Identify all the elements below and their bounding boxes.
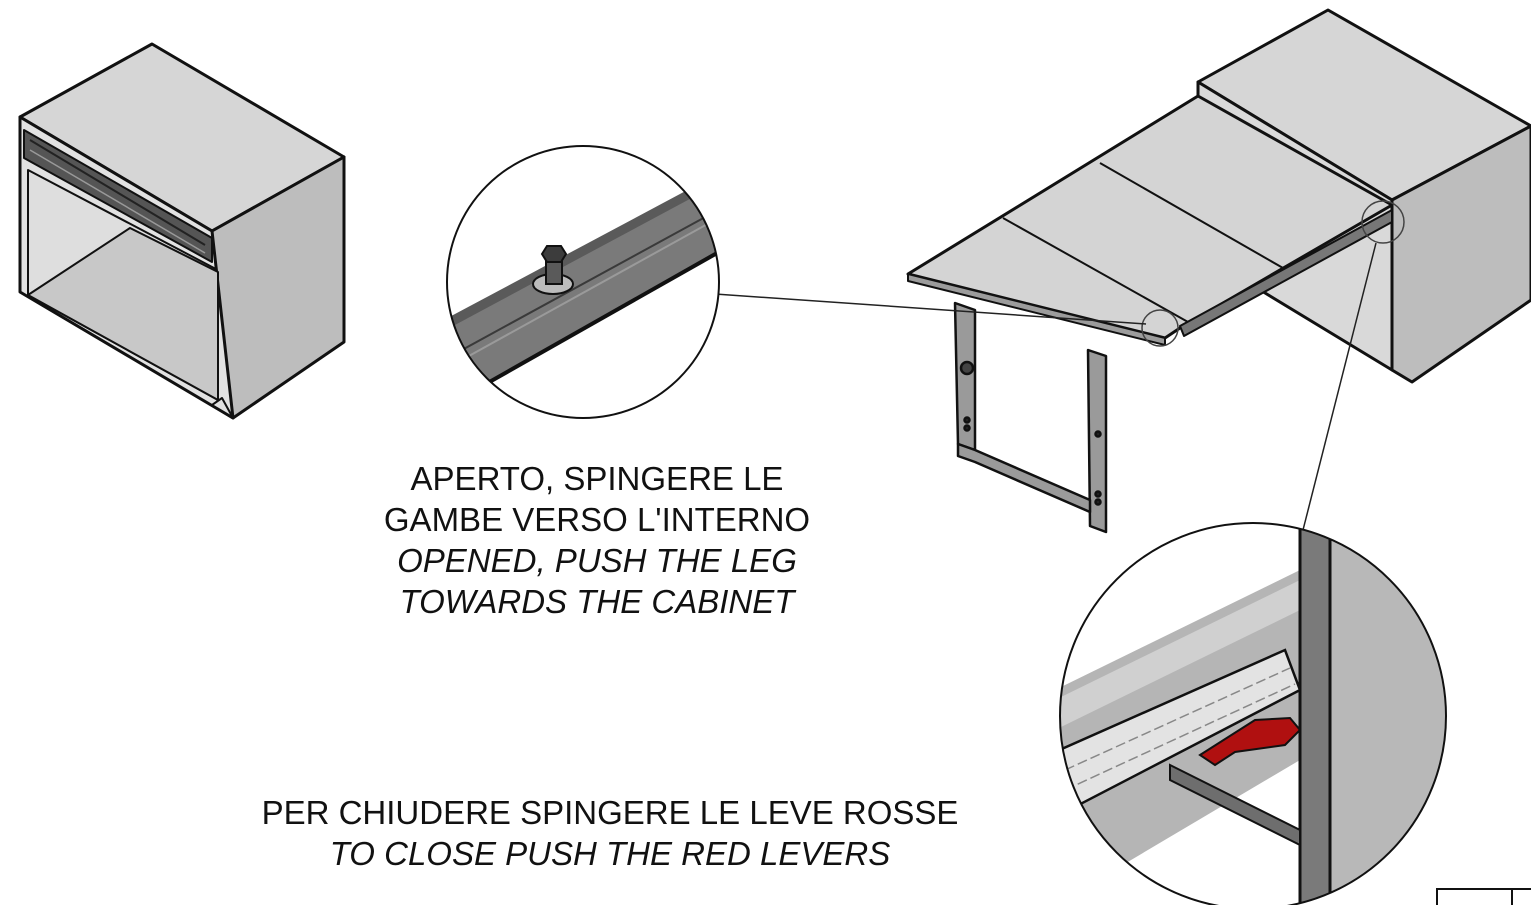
open-instruction-it-line2: GAMBE VERSO L'INTERNO [383, 501, 811, 538]
table-joint-1 [1002, 217, 1189, 323]
close-instruction: PER CHIUDERE SPINGERE LE LEVE ROSSE TO C… [200, 792, 1020, 874]
detail-marker-leg [1141, 309, 1179, 347]
leader-line-lever [1302, 242, 1377, 531]
open-instruction-it-line1: APERTO, SPINGERE LE [410, 460, 784, 497]
title-block-corner [1436, 888, 1531, 905]
red-lever [1198, 716, 1302, 767]
table-rail [1179, 209, 1393, 337]
cabinet-inner-floor [27, 227, 219, 401]
leader-line-leg [714, 293, 1147, 325]
open-instruction: APERTO, SPINGERE LE GAMBE VERSO L'INTERN… [277, 458, 917, 622]
table-joint-2 [1099, 162, 1284, 269]
closed-cabinet [18, 42, 346, 420]
open-instruction-en-line1: OPENED, PUSH THE LEG [397, 542, 797, 579]
open-instruction-en-line2: TOWARDS THE CABINET [399, 583, 795, 620]
close-instruction-en: TO CLOSE PUSH THE RED LEVERS [329, 835, 891, 872]
extended-table [906, 94, 1394, 534]
detail-leg-pin [446, 145, 720, 419]
close-instruction-it: PER CHIUDERE SPINGERE LE LEVE ROSSE [261, 794, 959, 831]
detail-marker-lever [1361, 200, 1405, 244]
table-legs [953, 301, 1108, 534]
detail-red-lever [1059, 522, 1447, 905]
